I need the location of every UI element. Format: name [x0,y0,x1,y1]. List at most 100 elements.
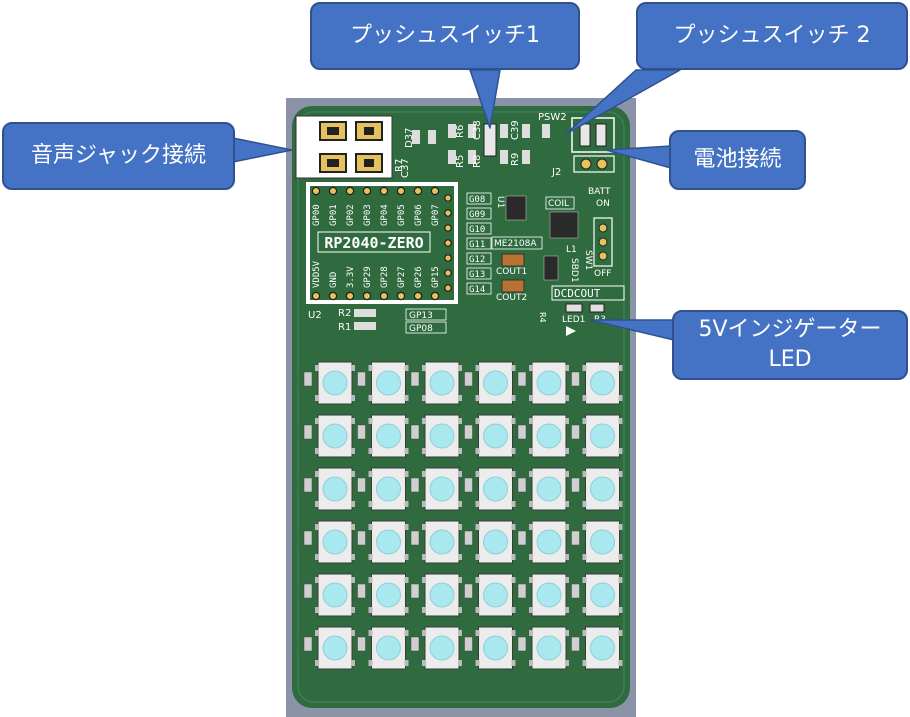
push-switch-1-body [483,123,497,157]
callout-push-switch-1: プッシュスイッチ1 [310,2,580,70]
key-switch [410,573,462,617]
callout-led-line2: LED [768,347,812,372]
key-switch [517,467,569,511]
key-switch [357,626,409,670]
module-title-box [317,231,431,253]
module-pins-top [311,186,440,196]
key-switch [357,361,409,405]
key-switch [357,573,409,617]
module-pin [444,254,452,262]
key-grid [303,361,623,670]
key-switch [517,573,569,617]
key-switch [410,520,462,564]
module-pin [413,186,423,196]
module-pin [379,291,389,301]
audio-jack-ref: U3 [299,162,310,176]
rp2040-module [306,182,458,304]
module-pins-bottom [311,291,440,301]
module-pin [444,269,452,277]
gpio-side-box [466,252,492,265]
ref-r8: R8 [472,155,483,168]
module-pin [362,186,372,196]
key-switch [410,626,462,670]
ref-r7: R7 [394,159,405,172]
top-components [412,124,550,164]
gpio-side-label: G12 [469,255,485,265]
gpio-label: GND [329,272,339,288]
gpio-label: GP06 [414,204,424,226]
key-switch [571,520,623,564]
key-switch [303,467,355,511]
ref-r9: R9 [510,153,521,166]
module-pins-right [444,194,452,292]
gpio-label: GP05 [397,204,407,226]
key-switch [357,414,409,458]
gpio-side-label: G10 [469,225,485,235]
diode-sbd1 [543,255,559,281]
ref-r6: R6 [455,125,466,138]
module-pin [328,291,338,301]
cout1-label: COUT1 [496,267,527,277]
key-switch [410,414,462,458]
diode-ref: SBD1 [569,258,579,283]
callout-battery: 電池接続 [669,130,806,190]
gpio-label: GP07 [431,204,441,226]
led1 [565,303,583,313]
key-switch [303,573,355,617]
module-pin [396,186,406,196]
key-switch [303,520,355,564]
module-pin [345,291,355,301]
gpio-side-box [466,267,492,280]
coil-label: COIL [548,199,569,209]
cap-cout1 [501,253,525,267]
gpio-side-box [466,282,492,295]
callout-led-line1: 5Vインジゲーター [698,317,882,342]
key-switch [464,414,516,458]
gpio-label: GP29 [363,266,373,288]
gpio-side-label: G08 [469,195,485,205]
module-pin [444,239,452,247]
key-switch [464,520,516,564]
dcdcout-label: DCDCOUT [554,287,601,300]
key-switch [410,467,462,511]
callout-audio-jack: 音声ジャック接続 [2,122,235,190]
gpio-side-label: G11 [469,240,485,250]
module-pin [430,291,440,301]
module-pin [444,224,452,232]
ref-c38: C38 [472,120,483,140]
audio-jack [295,115,393,179]
key-switch [517,361,569,405]
batt-label: BATT [588,187,611,197]
gpio-label: GP27 [397,266,407,288]
key-switch [464,573,516,617]
gpio-label: GP04 [380,204,390,226]
module-pin [328,186,338,196]
gpio-label: 3.3V [346,266,356,288]
gpio-label: GP02 [346,204,356,226]
ic-name: ME2108A [494,239,537,249]
module-pin [430,186,440,196]
key-switch [303,626,355,670]
gpio-side-label: G09 [469,210,485,220]
key-switch [464,467,516,511]
sw1-ref: SW1 [583,250,593,270]
ref-c39: C39 [510,120,521,140]
gpio-label: GP26 [414,266,424,288]
module-pin [444,194,452,202]
key-switch [571,573,623,617]
led1-ref: LED1 [562,315,585,325]
key-switch [571,467,623,511]
key-switch [517,520,569,564]
r1-ref: R1 [338,322,351,333]
key-switch [303,414,355,458]
key-switch [517,626,569,670]
inductor-l1 [549,211,579,239]
ic-u1-ref: U1 [495,196,505,208]
gpio-label: GP28 [380,266,390,288]
batt-on-label: ON [596,199,610,209]
gpio-label: GP01 [329,204,339,226]
gpio-side-box [466,207,492,220]
